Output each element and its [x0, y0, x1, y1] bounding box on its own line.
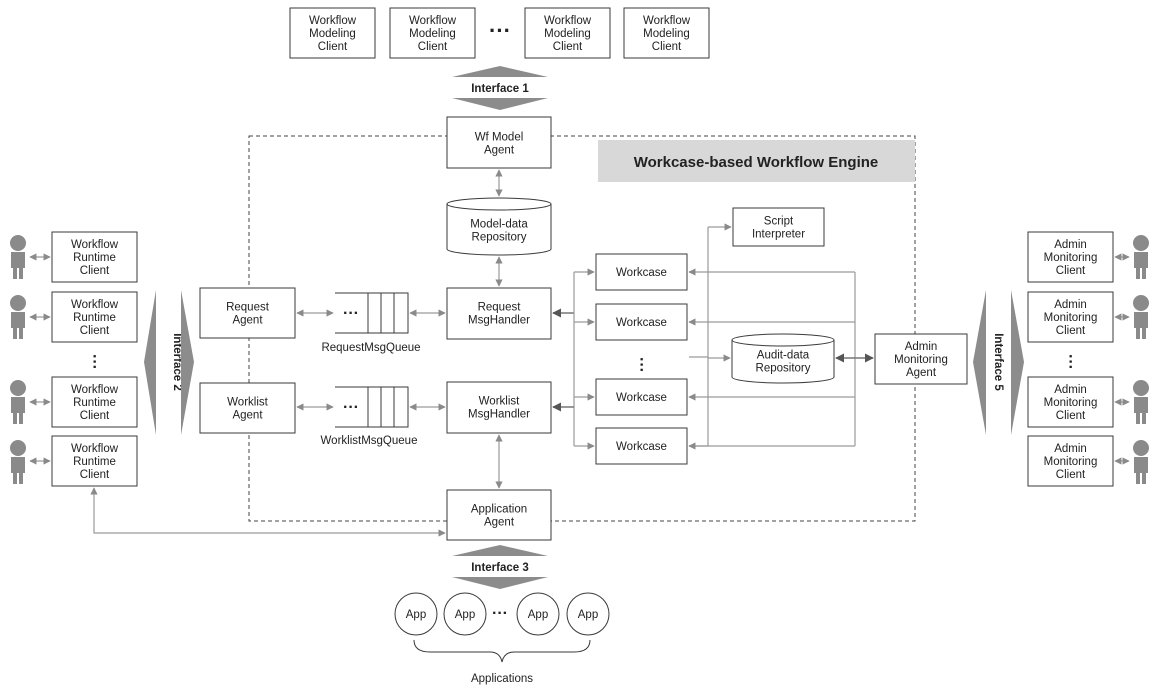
admin-user-person-icon-4	[1133, 440, 1149, 484]
svg-text:Workcase: Workcase	[616, 317, 667, 329]
svg-text:App: App	[578, 609, 598, 621]
svg-text:App: App	[455, 609, 475, 621]
svg-text:···: ···	[343, 399, 359, 416]
svg-text:···: ···	[343, 305, 359, 322]
interface-1-arrow-up	[452, 66, 548, 77]
admin-user-person-icon-3	[1133, 380, 1149, 424]
engine-boundary	[248, 135, 916, 522]
apps-ellipsis: ···	[492, 605, 508, 622]
request-msg-queue: ···	[335, 292, 409, 334]
workcase-4: Workcase	[595, 427, 688, 465]
worklist-msg-queue-label: WorklistMsgQueue	[321, 435, 418, 447]
worklist-msg-queue: ···	[335, 386, 409, 428]
applications-label: Applications	[471, 673, 533, 685]
svg-text:App: App	[406, 609, 426, 621]
interface-3-arrow-up	[452, 545, 548, 556]
admin-user-person-icon-1	[1133, 235, 1149, 279]
interface-1-label: Interface 1	[471, 83, 529, 95]
request-msg-queue-label: RequestMsgQueue	[321, 342, 420, 354]
svg-text:App: App	[528, 609, 548, 621]
interface-5-arrow-left	[973, 290, 986, 435]
app-1: App	[394, 592, 438, 636]
interface-1-arrow-down	[452, 98, 548, 110]
app-3: App	[516, 592, 560, 636]
workcase-1: Workcase	[595, 253, 688, 291]
svg-text:Workcase: Workcase	[616, 392, 667, 404]
runtime-user-person-icon-1	[10, 235, 26, 279]
interface-2-label: Interface 2	[171, 333, 183, 391]
engine-title: Workcase-based Workflow Engine	[634, 154, 879, 171]
runtime-user-person-icon-3	[10, 380, 26, 424]
applications-brace	[413, 639, 591, 663]
workcase-3: Workcase	[595, 378, 688, 416]
interface-5-label: Interface 5	[992, 333, 1004, 391]
app-2: App	[443, 592, 487, 636]
workcase-2: Workcase	[595, 303, 688, 341]
svg-text:Workcase: Workcase	[616, 267, 667, 279]
svg-text:Workcase: Workcase	[616, 441, 667, 453]
interface-3-label: Interface 3	[471, 562, 529, 574]
admin-clients-ellipsis: ···	[1062, 354, 1079, 370]
modeling-clients-ellipsis: ···	[489, 18, 511, 43]
admin-user-person-icon-2	[1133, 295, 1149, 339]
interface-3-arrow-down	[452, 577, 548, 589]
runtime-user-person-icon-2	[10, 295, 26, 339]
workcase-ellipsis: ···	[633, 357, 650, 373]
runtime-clients-ellipsis: ···	[86, 354, 103, 370]
interface-5-arrow-right	[1011, 290, 1024, 435]
engine-title-bar	[598, 140, 915, 182]
connectors	[29, 169, 1130, 537]
interface-2-arrow-left	[144, 290, 156, 435]
runtime-user-person-icon-4	[10, 440, 26, 484]
app-4: App	[566, 592, 610, 636]
interface-2-arrow-right	[181, 290, 194, 435]
